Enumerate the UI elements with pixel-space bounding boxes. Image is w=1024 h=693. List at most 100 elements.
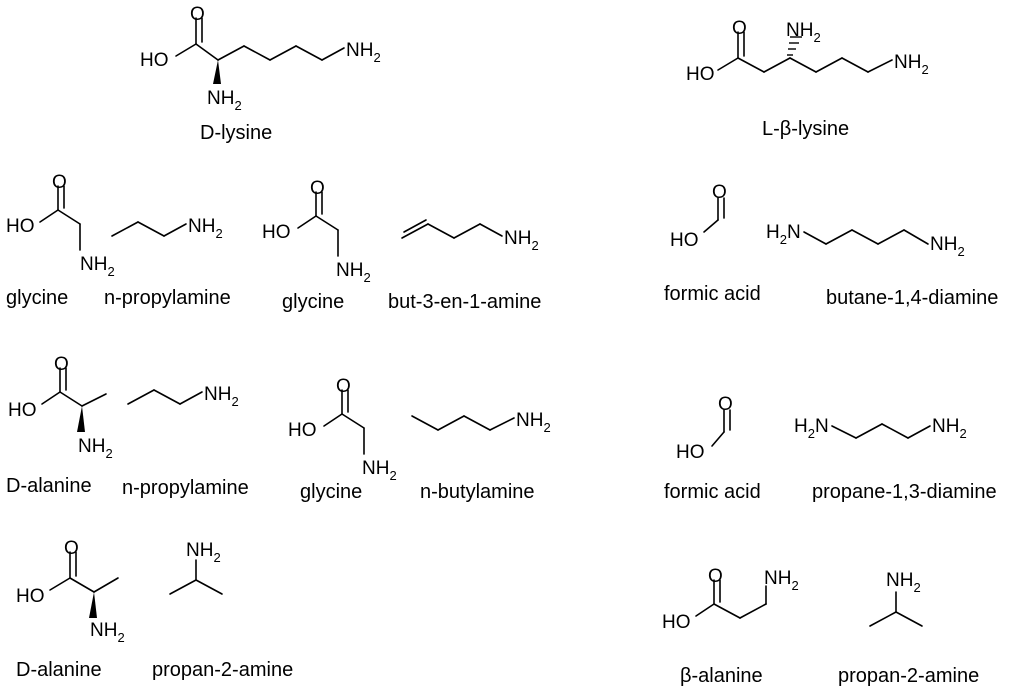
structure-propan-2-amine-1: NH2 propan-2-amine [152,540,293,681]
svg-text:NH2: NH2 [78,436,113,461]
butane-diamine-sub-left: 2 [780,232,787,247]
butane-diamine-h-left: H [766,222,780,243]
glycine-1-nh-label: NH [80,254,107,275]
beta-alanine-ho-label: HO [662,612,691,633]
svg-text:NH2: NH2 [346,40,381,65]
d-lysine-epsilon-sub: 2 [373,50,380,65]
propane-diamine-sub-right: 2 [959,426,966,441]
d-lysine-name: D-lysine [200,122,272,144]
svg-text:O: O [64,538,79,559]
svg-text:NH2: NH2 [504,228,539,253]
structure-but-3-en-1-amine: NH2 but-3-en-1-amine [388,219,541,313]
svg-text:HO: HO [686,64,715,85]
propan-2-amine-2-name: propan-2-amine [838,665,979,687]
n-propylamine-2-sub: 2 [231,394,238,409]
glycine-3-nh-label: NH [362,458,389,479]
propane-diamine-nh-right: NH [932,416,959,437]
svg-text:HO: HO [8,400,37,421]
glycine-3-o-label: O [336,376,351,397]
svg-text:H2N: H2N [794,416,829,441]
d-alanine-1-sub: 2 [105,446,112,461]
structure-n-butylamine: NH2 n-butylamine [411,410,551,503]
glycine-3-sub: 2 [389,468,396,483]
svg-text:HO: HO [662,612,691,633]
d-alanine-2-o-label: O [64,538,79,559]
n-propylamine-2-name: n-propylamine [122,477,249,499]
structure-formic-acid-1: HO O formic acid [664,182,761,305]
structure-beta-alanine: HO O NH2 β-alanine [662,566,799,687]
structure-d-lysine: HO O NH2 NH2 D-lysine [140,4,381,144]
structure-d-alanine-2: HO O NH2 D-alanine [16,538,125,681]
formic-acid-2-name: formic acid [664,481,761,503]
svg-text:O: O [732,18,747,39]
svg-text:O: O [54,354,69,375]
n-propylamine-1-nh-label: NH [188,216,215,237]
formic-acid-1-ho-label: HO [670,230,699,251]
d-alanine-2-sub: 2 [117,630,124,645]
butane-1-4-diamine-name: butane-1,4-diamine [826,287,998,309]
svg-text:O: O [712,182,727,203]
propane-1-3-diamine-name: propane-1,3-diamine [812,481,997,503]
structure-d-alanine-1: HO O NH2 D-alanine [6,354,113,497]
d-lysine-epsilon-nh-label: NH [346,40,373,61]
formic-acid-1-o-label: O [712,182,727,203]
structure-formic-acid-2: HO O formic acid [664,394,761,503]
svg-text:O: O [718,394,733,415]
structure-glycine-2: HO O NH2 glycine [262,178,371,313]
d-alanine-1-name: D-alanine [6,475,92,497]
svg-text:H2N: H2N [766,222,801,247]
structure-propan-2-amine-2: NH2 propan-2-amine [838,570,979,687]
structure-glycine-3: HO O NH2 glycine [288,376,397,503]
n-butylamine-nh-label: NH [516,410,543,431]
d-alanine-1-ho-label: HO [8,400,37,421]
svg-text:NH2: NH2 [207,88,242,113]
svg-text:HO: HO [288,420,317,441]
structure-n-propylamine-2: NH2 n-propylamine [122,384,249,499]
n-propylamine-1-sub: 2 [215,226,222,241]
butane-diamine-n-left: N [787,222,801,243]
beta-alanine-name: β-alanine [680,665,763,687]
l-beta-lysine-beta-nh-label: NH [786,20,813,41]
d-alanine-2-ho-label: HO [16,586,45,607]
d-lysine-alpha-sub: 2 [234,98,241,113]
but-3-en-1-amine-name: but-3-en-1-amine [388,291,541,313]
svg-text:O: O [52,172,67,193]
structure-butane-1-4-diamine: H2N NH2 butane-1,4-diamine [766,222,998,309]
d-lysine-o-label: O [190,4,205,25]
propan-2-amine-2-sub: 2 [913,580,920,595]
formic-acid-2-o-label: O [718,394,733,415]
svg-text:O: O [310,178,325,199]
beta-alanine-sub: 2 [791,578,798,593]
propane-diamine-h-left: H [794,416,808,437]
svg-text:NH2: NH2 [886,570,921,595]
glycine-1-name: glycine [6,287,68,309]
svg-text:NH2: NH2 [894,52,929,77]
propan-2-amine-1-sub: 2 [213,550,220,565]
n-propylamine-2-nh-label: NH [204,384,231,405]
l-beta-lysine-epsilon-sub: 2 [921,62,928,77]
butane-diamine-sub-right: 2 [957,244,964,259]
beta-alanine-nh-label: NH [764,568,791,589]
l-beta-lysine-epsilon-nh-label: NH [894,52,921,73]
structure-l-beta-lysine: HO O NH2 NH2 L-β-lysine [686,18,929,140]
d-alanine-2-name: D-alanine [16,659,102,681]
svg-text:NH2: NH2 [516,410,551,435]
propan-2-amine-1-nh-label: NH [186,540,213,561]
propan-2-amine-1-name: propan-2-amine [152,659,293,681]
n-butylamine-name: n-butylamine [420,481,535,503]
l-beta-lysine-ho-label: HO [686,64,715,85]
svg-text:NH2: NH2 [930,234,965,259]
structure-propane-1-3-diamine: H2N NH2 propane-1,3-diamine [794,416,997,503]
glycine-3-name: glycine [300,481,362,503]
n-propylamine-1-name: n-propylamine [104,287,231,309]
beta-alanine-o-label: O [708,566,723,587]
l-beta-lysine-o-label: O [732,18,747,39]
svg-text:O: O [708,566,723,587]
svg-text:NH2: NH2 [932,416,967,441]
svg-text:O: O [336,376,351,397]
glycine-1-sub: 2 [107,264,114,279]
svg-text:NH2: NH2 [188,216,223,241]
svg-text:NH2: NH2 [90,620,125,645]
svg-text:NH2: NH2 [786,20,821,45]
glycine-2-ho-label: HO [262,222,291,243]
